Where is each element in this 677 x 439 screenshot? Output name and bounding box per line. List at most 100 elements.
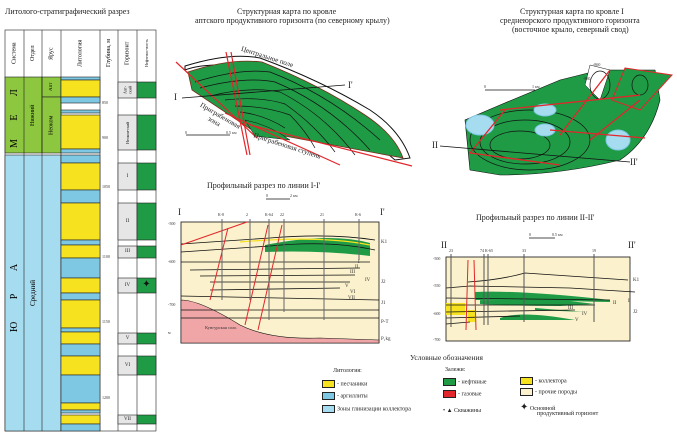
sand-swatch bbox=[322, 380, 335, 388]
oil-cell bbox=[136, 162, 157, 191]
horizon-label: III bbox=[125, 249, 130, 254]
legend-lith-title: Литология: bbox=[333, 368, 362, 374]
oil-cell bbox=[136, 81, 157, 99]
mel-system-cell bbox=[4, 76, 43, 154]
oil-swatch bbox=[443, 378, 456, 386]
profile1-end: I' bbox=[380, 207, 385, 217]
legend-collector: - коллектора bbox=[520, 377, 567, 385]
legend-deposits-title: Залежи: bbox=[445, 367, 466, 373]
collector-swatch bbox=[520, 377, 533, 385]
layer-label: III bbox=[568, 306, 573, 311]
layer-label: III bbox=[350, 270, 355, 275]
map2-contour-label: -880 bbox=[583, 76, 591, 81]
claystone-layer bbox=[60, 109, 101, 114]
main-horizon-star-icon: ✦ bbox=[142, 279, 151, 290]
oil-cell bbox=[136, 202, 157, 241]
legend-sand: - песчаники bbox=[322, 380, 367, 388]
layer-label: IV bbox=[582, 312, 588, 317]
well-label: 33 bbox=[522, 248, 526, 253]
oil-cell bbox=[136, 414, 157, 425]
map2-line-end: II' bbox=[630, 157, 638, 167]
oil-cell bbox=[136, 355, 157, 376]
depth-label: -700 bbox=[433, 337, 441, 342]
profile2-scale-0: 0 bbox=[529, 232, 531, 237]
map1-scale-0: 0 bbox=[185, 130, 187, 135]
depth-label: м bbox=[168, 330, 171, 335]
depth-label: -500 bbox=[168, 221, 176, 226]
legend-clay: - аргиллиты bbox=[322, 392, 368, 400]
well-label: К-64 bbox=[265, 212, 273, 217]
legend-title: Условные обозначения bbox=[410, 353, 483, 362]
layer-label: V bbox=[575, 318, 579, 323]
well-label: 22 bbox=[280, 212, 284, 217]
profile2-scale-1: 0.5 км bbox=[552, 232, 563, 237]
depth-label: -550 bbox=[433, 283, 441, 288]
other-swatch bbox=[520, 388, 533, 396]
claystone-layer bbox=[60, 409, 101, 414]
clayzone-swatch bbox=[322, 405, 335, 413]
legend-clayzone: Зоны глинизации коллектора bbox=[322, 405, 411, 413]
sandstone-layer bbox=[60, 299, 101, 329]
sandstone-layer bbox=[60, 202, 101, 241]
legend-oil: - нефтяные bbox=[443, 378, 487, 386]
layer-label: IV bbox=[365, 278, 371, 283]
sandstone-layer bbox=[60, 114, 101, 150]
oil-cell bbox=[136, 277, 157, 294]
layer-label: I bbox=[628, 299, 630, 304]
strat-title: Литолого-стратиграфический разрез bbox=[5, 7, 130, 16]
depth-label: 900 bbox=[102, 135, 108, 140]
profile2-title: Профильный разрез по линии II-II' bbox=[476, 213, 595, 222]
map1-title-2: аптского продуктивного горизонта (по сев… bbox=[195, 16, 390, 25]
depth-label: -600 bbox=[168, 259, 176, 264]
legend-gas: - газовые bbox=[443, 390, 481, 398]
layer-label: J2 bbox=[633, 310, 638, 315]
oil-cell bbox=[136, 332, 157, 345]
well-label: 21 bbox=[320, 212, 324, 217]
depth-label: 1200 bbox=[102, 395, 110, 400]
star-icon: ✦ bbox=[520, 402, 529, 413]
layer-label: K1 bbox=[633, 278, 640, 283]
depth-label: -500 bbox=[433, 256, 441, 261]
well-label: 23 bbox=[449, 248, 453, 253]
map1-title-1: Структурная карта по кровле bbox=[237, 7, 337, 16]
depth-label: 1100 bbox=[102, 254, 110, 259]
layer-label: II bbox=[613, 301, 617, 306]
oil-cell bbox=[136, 245, 157, 259]
oil-cell bbox=[136, 114, 157, 151]
profile2-end: II' bbox=[628, 240, 636, 250]
legend-main-horizon-2: продуктивный горизонт bbox=[537, 411, 599, 417]
layer-label: J1 bbox=[381, 301, 386, 306]
legend-main-horizon: ✦ Основной bbox=[520, 402, 556, 413]
gas-swatch bbox=[443, 390, 456, 398]
well-label: 2 bbox=[246, 212, 248, 217]
salt-label: Кунгурская соль bbox=[205, 325, 237, 330]
profile1-scale-1: 2 км bbox=[290, 193, 298, 198]
legend-wells: • ▲ Скважины bbox=[443, 408, 481, 414]
well-label: К-8 bbox=[218, 212, 224, 217]
profile1-start: I bbox=[178, 207, 181, 217]
jura-cell bbox=[4, 154, 62, 432]
layer-label: V bbox=[345, 284, 349, 289]
profile1-scale-0: 0 bbox=[266, 193, 268, 198]
horizon-label: VI bbox=[124, 362, 131, 368]
depth-label: -600 bbox=[433, 311, 441, 316]
map2-scale-0: 0 bbox=[484, 84, 486, 89]
map2-line-start: II bbox=[432, 140, 438, 150]
layer-label: K1 bbox=[381, 240, 388, 245]
horizon-label: II bbox=[125, 218, 130, 224]
profile1-title: Профильный разрез по линии I-I' bbox=[207, 181, 321, 190]
map1-scale-1: 0.5 км bbox=[226, 130, 237, 135]
map1-line-start: I bbox=[174, 92, 177, 102]
claystone-layer bbox=[60, 148, 101, 154]
horizon-label: IV bbox=[124, 282, 131, 288]
layer-label: VII bbox=[348, 296, 355, 301]
map2-title-2: среднеюрского продуктивного горизонта bbox=[500, 16, 640, 25]
layer-label: P₁kg bbox=[381, 337, 391, 342]
legend-other: - прочие породы bbox=[520, 388, 577, 396]
depth-label: 850 bbox=[102, 100, 108, 105]
claystone-layer bbox=[60, 423, 101, 432]
